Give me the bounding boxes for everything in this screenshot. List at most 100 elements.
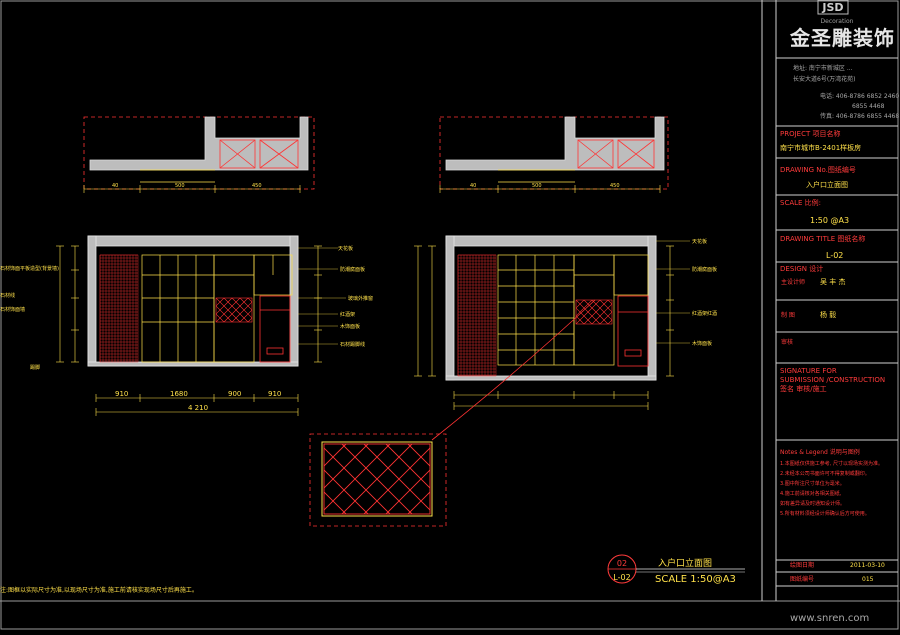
note-line: 5.所有材料须经设计师确认后方可使用。	[780, 511, 870, 517]
drawing-title-value: L-02	[826, 251, 844, 260]
note-line: 2.未经本公司书面许可不得复制或翻印。	[780, 471, 870, 477]
pattern-line	[324, 444, 347, 467]
right-callout-leaders	[656, 240, 690, 344]
title-block	[761, 0, 898, 601]
left-plan-labels: 40 500 450 40 500 450	[112, 183, 620, 189]
project-label: PROJECT 项目名称	[780, 130, 841, 138]
left-dimension-labels: 910 1680 900 910 4 210	[115, 390, 281, 412]
left-fridge	[259, 295, 291, 363]
left-callouts-left: 石材饰面平板造型(背景墙) 石材线 石材饰面墙 踢脚	[0, 265, 59, 371]
checker-name: 杨 毅	[820, 311, 837, 319]
right-fridge	[617, 295, 649, 367]
detail-leader-line	[431, 299, 596, 441]
note-line: 如有差异请及时通知设计师。	[780, 501, 846, 507]
dim-label: 500	[175, 183, 185, 189]
pattern-line	[474, 444, 544, 514]
dim-label: 450	[610, 183, 620, 189]
scale-value: 1:50 @A3	[810, 216, 850, 225]
dim-label-total: 4 210	[188, 404, 208, 412]
dim-label: 900	[228, 390, 241, 398]
callout-label: 天花板	[338, 245, 353, 252]
pattern-line	[239, 298, 252, 311]
callout-label: 石材饰面平板造型(背景墙)	[0, 265, 59, 272]
pattern-line	[591, 303, 612, 324]
scale-label: SCALE 比例:	[780, 199, 822, 207]
date-value: 2011-03-10	[850, 562, 885, 569]
number-value: 015	[862, 576, 874, 583]
right-width-dimensions	[453, 391, 649, 410]
rack-border	[215, 297, 253, 323]
company-phone-1: 电话: 406-8786 6852 2460	[820, 93, 900, 100]
pattern-line	[452, 444, 522, 514]
pattern-line	[599, 311, 612, 324]
signature-line-3: 签名 审核/施工	[780, 385, 827, 393]
notes-label: Notes & Legend 说明与图例	[780, 449, 860, 456]
pattern-line	[474, 444, 544, 514]
detail-view	[309, 433, 566, 527]
dim-label: 450	[252, 183, 262, 189]
right-plan-dimensions	[439, 185, 661, 193]
rack-border	[323, 443, 431, 515]
pattern-line	[324, 444, 325, 445]
pattern-line	[599, 300, 612, 313]
callout-label: 木饰面板	[340, 323, 360, 330]
left-width-dimensions	[95, 394, 299, 416]
review-label: 审核	[781, 339, 794, 346]
left-plan-dimensions	[83, 185, 301, 193]
company-fax: 传真: 406-8786 6855 4468	[820, 113, 900, 120]
right-callouts: 天花板 防潮腐面板 红酒架红酒 木饰面板	[692, 238, 717, 347]
signature-line-2: SUBMISSION /CONSTRUCTION	[780, 376, 886, 384]
pattern-line	[496, 444, 566, 514]
drawing-tag-code: L-02	[613, 573, 630, 582]
pattern-line	[324, 444, 391, 511]
project-value: 南宁市城市B-2401样板房	[780, 144, 862, 152]
dim-label: 500	[532, 183, 542, 189]
dim-label: 910	[268, 390, 281, 398]
design-label: DESIGN 设计	[780, 265, 824, 273]
pattern-line	[429, 444, 430, 445]
logo-subtitle: Decoration	[821, 18, 854, 25]
logo-mark: JSD	[821, 1, 843, 14]
left-lattice-panel	[99, 254, 139, 363]
dim-label: 1680	[170, 390, 188, 398]
callout-label: 防潮腐面板	[692, 266, 717, 273]
pattern-line	[407, 444, 430, 467]
company-phone-2: 6855 4468	[852, 103, 885, 110]
drawing-tag-number: 02	[617, 559, 627, 568]
rack-diagonals	[576, 300, 612, 324]
pattern-line	[231, 301, 252, 322]
pattern-line	[407, 491, 430, 514]
company-name: 金圣雕装饰	[790, 26, 895, 50]
callout-label: 红酒架红酒	[692, 310, 717, 317]
right-shelving	[497, 254, 649, 366]
right-lattice-panel	[457, 254, 497, 377]
left-plan-view	[83, 116, 315, 190]
right-height-dimensions	[414, 245, 674, 377]
right-plan-view	[439, 116, 669, 190]
left-callouts-right: 天花板 防潮腐面板 玻璃外推窗 红酒架 木饰面板 石材踢脚线	[338, 245, 373, 348]
left-shelving	[141, 254, 293, 363]
rack-diagonals	[216, 298, 252, 322]
callout-label: 石材线	[0, 292, 15, 299]
callout-label: 石材饰面墙	[0, 306, 25, 313]
drawing-number-label: DRAWING No.图纸编号	[780, 166, 856, 174]
callout-label: 木饰面板	[692, 340, 712, 347]
pattern-line	[496, 444, 566, 514]
date-label: 绘图日期	[790, 562, 815, 569]
pattern-line	[324, 491, 347, 514]
right-elevation	[414, 116, 674, 410]
pattern-line	[429, 513, 430, 514]
dim-label: 40	[470, 183, 476, 189]
dim-label: 910	[115, 390, 128, 398]
company-address-1: 地址: 南宁市新城区 ...	[793, 65, 853, 72]
right-elevation-frame	[445, 235, 657, 381]
pattern-line	[216, 321, 217, 322]
pattern-line	[324, 513, 325, 514]
drawing-footnote: 注:图框以实际尺寸为准,以现场尺寸为准,施工前请核实现场尺寸后再施工。	[0, 586, 198, 594]
pattern-line	[452, 444, 522, 514]
left-elevation-frame	[87, 235, 299, 367]
checker-role: 制 图	[781, 312, 795, 319]
